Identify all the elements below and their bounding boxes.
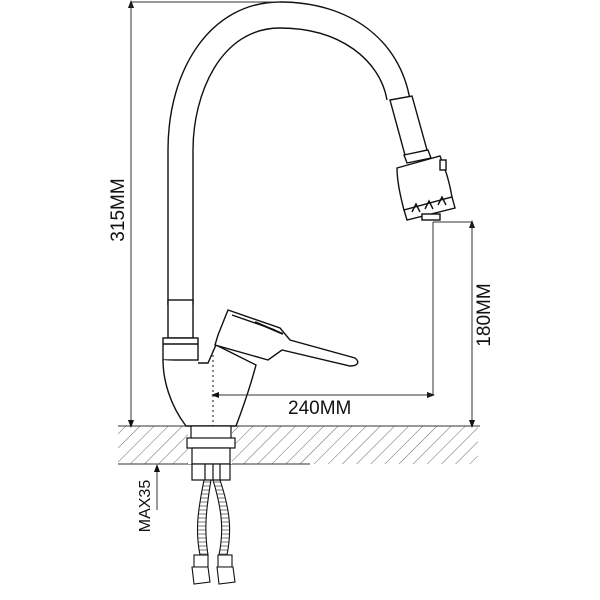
dimension-lines	[128, 0, 475, 510]
mounting-shank	[186, 425, 236, 481]
spout-reach-label: 240MM	[288, 398, 352, 419]
flexible-spout	[167, 1, 411, 339]
faucet-body	[162, 337, 257, 427]
spray-head	[389, 95, 456, 221]
supply-hoses	[191, 479, 236, 585]
max-thickness-label: MAX35	[137, 479, 154, 533]
spout-height-label: 180MM	[474, 283, 495, 347]
total-height-label: 315MM	[108, 178, 129, 242]
countertop	[118, 425, 480, 465]
lever-handle	[214, 309, 359, 367]
